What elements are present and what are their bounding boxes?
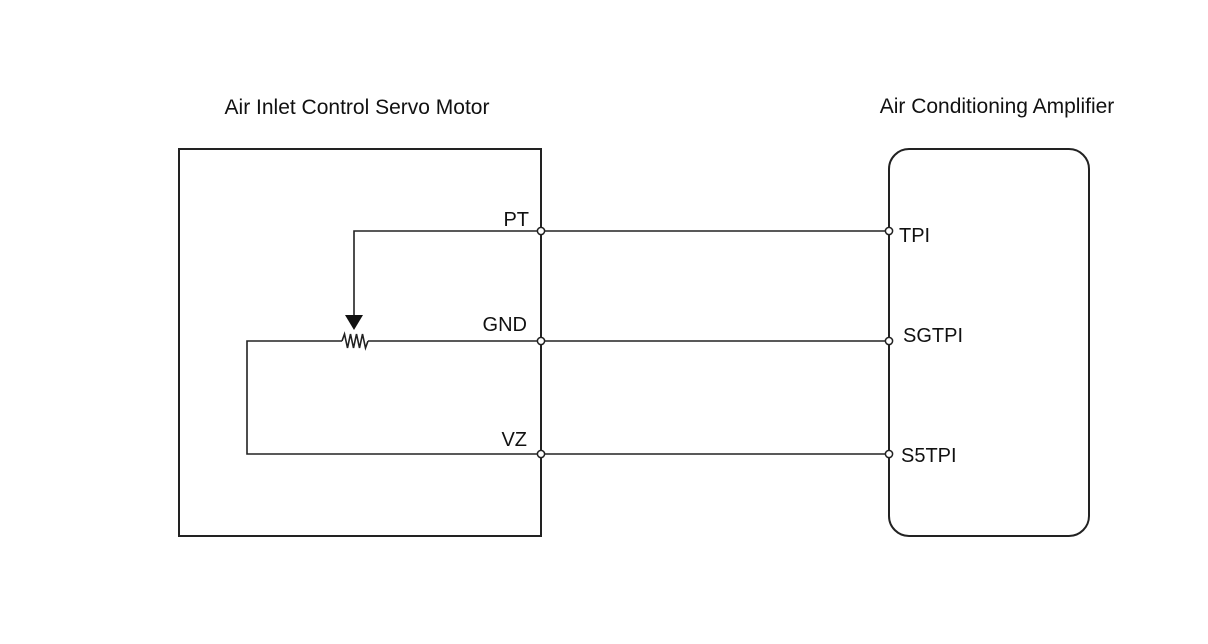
terminal-tpi — [884, 226, 894, 236]
wiper-wire — [353, 230, 541, 318]
amplifier-title: Air Conditioning Amplifier — [880, 95, 1115, 118]
wiper-arrow-icon — [345, 315, 363, 330]
pin-label-s5tpi: S5TPI — [901, 445, 957, 467]
terminal-pt — [536, 226, 546, 236]
servo-motor-title: Air Inlet Control Servo Motor — [225, 96, 490, 119]
resistor-vz-lead — [246, 340, 541, 455]
terminal-vz — [536, 449, 546, 459]
pin-label-sgtpi: SGTPI — [903, 325, 963, 347]
pin-label-pt: PT — [503, 209, 529, 231]
pin-label-vz: VZ — [501, 429, 527, 451]
pin-label-gnd: GND — [483, 314, 527, 336]
potentiometer-resistor-icon — [341, 331, 369, 351]
terminal-sgtpi — [884, 336, 894, 346]
terminal-s5tpi — [884, 449, 894, 459]
terminal-gnd — [536, 336, 546, 346]
pin-label-tpi: TPI — [899, 225, 930, 247]
